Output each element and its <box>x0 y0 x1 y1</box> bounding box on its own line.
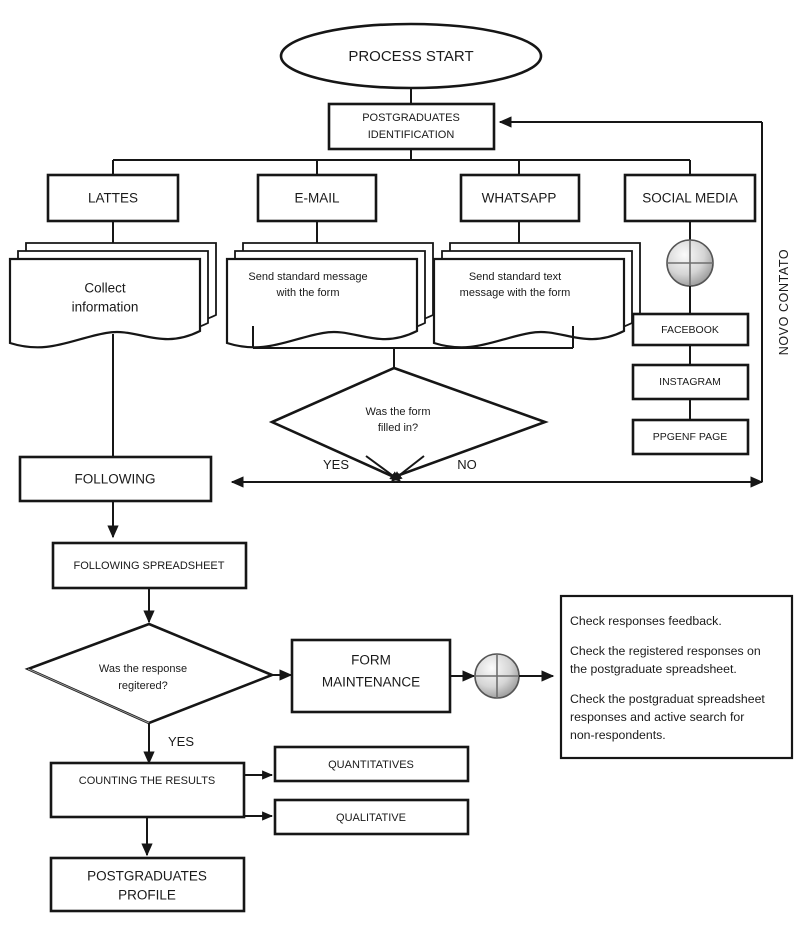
connector-circle-social-media <box>666 239 714 287</box>
node-decision-response-registered[interactable]: Was the response regitered? <box>24 622 276 725</box>
doc-stack-whatsapp-label-line1: Send standard text <box>469 271 561 283</box>
connector-circle-notes <box>474 653 520 699</box>
node-channel-whatsapp[interactable]: WHATSAPP <box>459 173 581 223</box>
node-process-start-label: PROCESS START <box>348 48 473 65</box>
node-decision-form-filled-label-line1: Was the form <box>366 406 431 418</box>
node-quantitatives-label: QUANTITATIVES <box>328 759 414 771</box>
node-decision-response-label-line1: Was the response <box>99 663 187 675</box>
node-identification-label-line2: IDENTIFICATION <box>368 129 455 141</box>
notes-line-3b: responses and active search for <box>570 710 744 724</box>
node-channel-whatsapp-label: WHATSAPP <box>482 191 557 206</box>
node-process-start[interactable]: PROCESS START <box>279 22 543 90</box>
node-channel-social-media-label: SOCIAL MEDIA <box>642 191 738 206</box>
node-social-instagram[interactable]: INSTAGRAM <box>631 363 750 401</box>
node-quantitatives[interactable]: QUANTITATIVES <box>273 745 470 783</box>
node-postgraduates-profile-label-line1: POSTGRADUATES <box>87 869 207 884</box>
node-following-label: FOLLOWING <box>74 472 155 487</box>
doc-stack-email-label-line1: Send standard message <box>248 271 367 283</box>
doc-stack-lattes[interactable]: Collect information <box>8 242 217 349</box>
node-channel-lattes-label: LATTES <box>88 191 138 206</box>
node-form-maintenance-label-line1: FORM <box>351 653 391 668</box>
edge-novo-contato-return <box>498 116 763 482</box>
notes-line-3a: Check the postgraduat spreadsheet <box>570 692 765 706</box>
doc-stack-email-label-line2: with the form <box>276 287 340 299</box>
side-label-novo-contato: NOVO CONTATO <box>777 249 791 356</box>
node-postgraduates-profile[interactable]: POSTGRADUATES PROFILE <box>49 856 246 913</box>
node-channel-email-label: E-MAIL <box>294 191 340 206</box>
doc-stack-lattes-label-line2: information <box>72 300 139 315</box>
node-decision-response-label-line2: regitered? <box>118 680 168 692</box>
node-postgraduates-profile-label-line2: PROFILE <box>118 888 176 903</box>
node-form-maintenance-label-line2: MAINTENANCE <box>322 675 420 690</box>
doc-stack-whatsapp-label-line2: message with the form <box>460 287 571 299</box>
node-decision-form-filled[interactable]: Was the form filled in? <box>268 366 549 479</box>
node-social-ppgenf-page[interactable]: PPGENF PAGE <box>631 418 750 456</box>
notes-box[interactable]: Check responses feedback. Check the regi… <box>559 594 794 760</box>
node-channel-social-media[interactable]: SOCIAL MEDIA <box>623 173 757 223</box>
node-channel-lattes[interactable]: LATTES <box>46 173 180 223</box>
node-form-maintenance[interactable]: FORM MAINTENANCE <box>290 638 452 714</box>
edge-label-yes-form: YES <box>323 457 349 472</box>
node-following-spreadsheet-label: FOLLOWING SPREADSHEET <box>74 560 225 572</box>
notes-line-2a: Check the registered responses on <box>570 644 761 658</box>
node-social-ppgenf-label: PPGENF PAGE <box>653 431 728 443</box>
node-counting-the-results[interactable]: COUNTING THE RESULTS <box>49 761 246 819</box>
node-counting-the-results-label: COUNTING THE RESULTS <box>79 775 216 787</box>
node-following-spreadsheet[interactable]: FOLLOWING SPREADSHEET <box>51 541 248 590</box>
doc-stack-whatsapp[interactable]: Send standard text message with the form <box>432 242 641 349</box>
node-social-facebook[interactable]: FACEBOOK <box>631 312 750 347</box>
edge-docs-merge-to-decision1 <box>252 326 574 368</box>
node-social-instagram-label: INSTAGRAM <box>659 376 721 388</box>
node-decision-form-filled-label-line2: filled in? <box>378 422 418 434</box>
node-channel-email[interactable]: E-MAIL <box>256 173 378 223</box>
node-postgraduates-identification[interactable]: POSTGRADUATES IDENTIFICATION <box>327 102 496 151</box>
node-qualitative[interactable]: QUALITATIVE <box>273 798 470 836</box>
edge-label-no-form: NO <box>457 457 477 472</box>
notes-line-1: Check responses feedback. <box>570 614 722 628</box>
doc-stack-lattes-label-line1: Collect <box>84 281 126 296</box>
node-following[interactable]: FOLLOWING <box>18 455 213 503</box>
notes-line-3c: non-respondents. <box>570 728 666 742</box>
notes-line-2b: the postgraduate spreadsheet. <box>570 662 737 676</box>
node-social-facebook-label: FACEBOOK <box>661 324 719 336</box>
edge-label-yes-response: YES <box>168 734 194 749</box>
node-identification-label-line1: POSTGRADUATES <box>362 112 460 124</box>
edge-channels-to-docs <box>112 221 691 243</box>
edge-identification-fanout <box>112 149 691 175</box>
node-qualitative-label: QUALITATIVE <box>336 812 406 824</box>
doc-stack-email[interactable]: Send standard message with the form <box>225 242 434 349</box>
